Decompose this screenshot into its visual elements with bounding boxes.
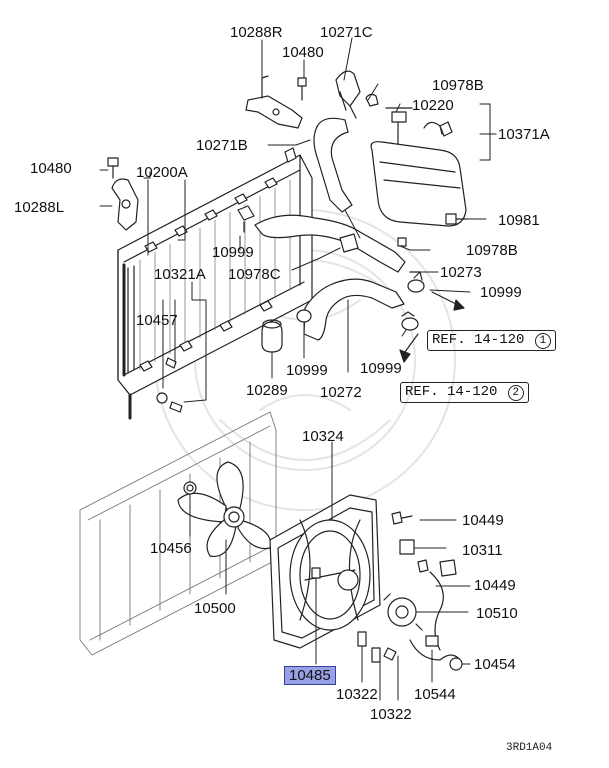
hose-upper-10273[interactable] <box>254 209 406 273</box>
part-label-10480-top[interactable]: 10480 <box>282 44 324 61</box>
clip-10978B-top[interactable] <box>365 93 379 107</box>
part-label-10220[interactable]: 10220 <box>412 97 454 114</box>
part-label-10999-center[interactable]: 10999 <box>286 362 328 379</box>
ref-1-text: REF. 14-120 <box>432 332 525 348</box>
part-label-10322-a[interactable]: 10322 <box>336 686 378 703</box>
part-label-10978B-lower[interactable]: 10978B <box>466 242 518 259</box>
wiring-harness <box>409 571 461 661</box>
part-label-10311[interactable]: 10311 <box>462 542 503 559</box>
part-label-10371A[interactable]: 10371A <box>498 126 550 143</box>
part-label-10500[interactable]: 10500 <box>194 600 236 617</box>
hose-10271B[interactable] <box>313 117 353 213</box>
part-label-10978B-top[interactable]: 10978B <box>432 77 484 94</box>
bracket-10288R[interactable] <box>245 75 303 129</box>
radiator-fins <box>139 179 291 371</box>
part-label-10999-lower[interactable]: 10999 <box>360 360 402 377</box>
ref-2-text: REF. 14-120 <box>405 384 498 400</box>
fan-10500[interactable] <box>177 461 272 558</box>
bolt-10485[interactable] <box>311 567 321 579</box>
part-label-10510[interactable]: 10510 <box>476 605 518 622</box>
part-label-10454[interactable]: 10454 <box>474 656 516 673</box>
clamp-10999-right[interactable] <box>407 271 425 293</box>
ref-arrows <box>399 291 465 363</box>
connector-10544[interactable] <box>425 635 439 647</box>
part-label-10449-lower[interactable]: 10449 <box>474 577 516 594</box>
part-label-10456[interactable]: 10456 <box>150 540 192 557</box>
drain-plug-10457[interactable] <box>156 357 183 413</box>
part-label-10978C[interactable]: 10978C <box>228 266 281 283</box>
part-label-10272[interactable]: 10272 <box>320 384 362 401</box>
fan-shroud-10324[interactable] <box>269 494 381 649</box>
diagram-code: 3RD1A04 <box>506 742 553 754</box>
part-label-10999-left[interactable]: 10999 <box>212 244 254 261</box>
part-label-10544[interactable]: 10544 <box>414 686 456 703</box>
part-label-10480-left[interactable]: 10480 <box>30 160 72 177</box>
part-label-10288R[interactable]: 10288R <box>230 24 283 41</box>
clip-10978B-lower[interactable] <box>397 237 407 247</box>
bracket-10288L[interactable] <box>111 178 139 231</box>
part-label-10321A[interactable]: 10321A <box>154 266 206 283</box>
cap-10220[interactable] <box>385 107 413 149</box>
connector-10311[interactable] <box>399 539 415 555</box>
bolt-10480-top[interactable] <box>297 77 307 101</box>
part-label-10289[interactable]: 10289 <box>246 382 288 399</box>
part-label-10324[interactable]: 10324 <box>302 428 344 445</box>
part-label-10288L[interactable]: 10288L <box>14 199 65 216</box>
clamp-10999-left[interactable] <box>237 205 255 233</box>
part-label-10322-b[interactable]: 10322 <box>370 706 412 723</box>
clip-10454[interactable] <box>449 657 463 671</box>
ref-14-120-2[interactable]: REF. 14-120 2 <box>400 382 529 403</box>
reservoir-tank-10371A[interactable] <box>370 121 467 227</box>
cap-10289[interactable] <box>261 319 283 353</box>
leader-lines <box>99 37 497 701</box>
bolt-10449-top[interactable] <box>391 511 413 525</box>
radiator-upper[interactable] <box>117 147 313 420</box>
part-label-10449-top[interactable]: 10449 <box>462 512 504 529</box>
part-label-10200A[interactable]: 10200A <box>136 164 188 181</box>
part-label-10271C[interactable]: 10271C <box>320 24 373 41</box>
part-label-10999-right[interactable]: 10999 <box>480 284 522 301</box>
ref-14-120-1[interactable]: REF. 14-120 1 <box>427 330 556 351</box>
clamp-10999-center[interactable] <box>296 309 312 323</box>
part-label-10981[interactable]: 10981 <box>498 212 540 229</box>
bolt-10449-lower[interactable] <box>417 559 457 577</box>
screw-10322-b[interactable] <box>371 647 397 663</box>
part-label-10273[interactable]: 10273 <box>440 264 482 281</box>
ref-2-number: 2 <box>507 385 524 401</box>
part-label-10485-selected[interactable]: 10485 <box>284 666 336 685</box>
part-label-10271B[interactable]: 10271B <box>196 137 248 154</box>
pipe-10978C[interactable] <box>339 233 359 253</box>
nut-10456[interactable] <box>183 481 197 495</box>
screw-10322-a[interactable] <box>357 631 367 647</box>
part-label-10457[interactable]: 10457 <box>136 312 178 329</box>
ref-1-number: 1 <box>534 333 551 349</box>
bolt-10480-left[interactable] <box>107 157 119 179</box>
hose-10271C[interactable] <box>335 70 361 119</box>
clamp-10999-lower[interactable] <box>401 311 419 331</box>
hose-10272[interactable] <box>303 278 405 341</box>
